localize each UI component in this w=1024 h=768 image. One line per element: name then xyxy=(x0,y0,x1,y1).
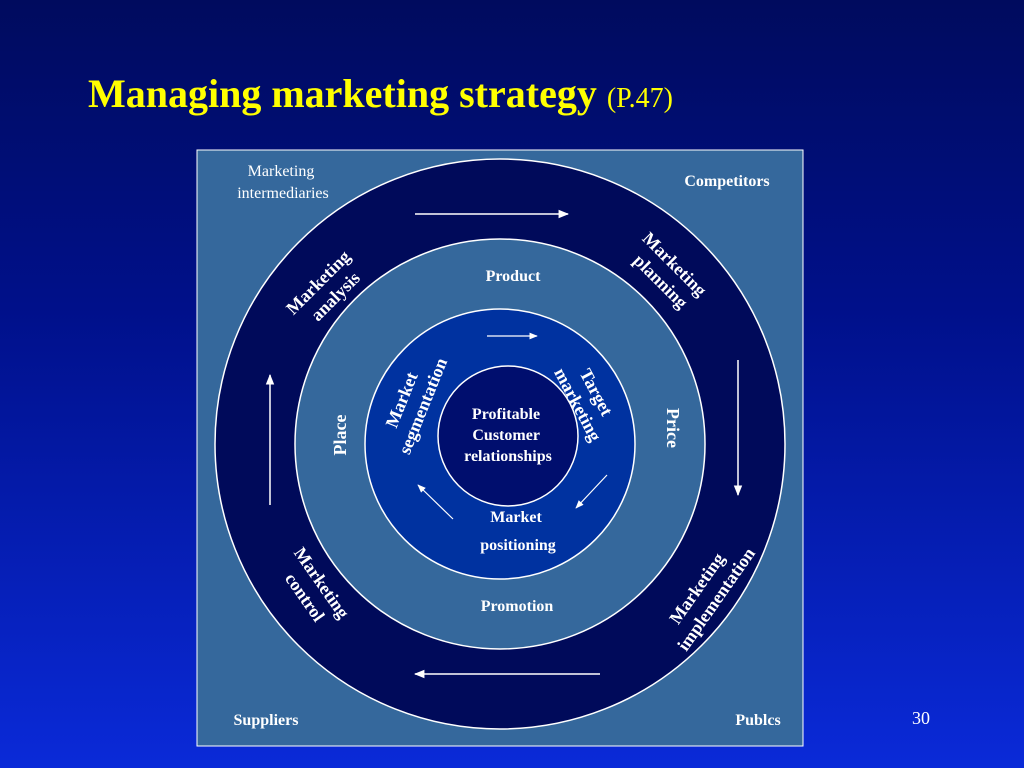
label-promotion: Promotion xyxy=(481,598,554,615)
page-number: 30 xyxy=(912,708,930,728)
center-circle xyxy=(437,365,579,507)
label-market-positioning: Market positioning xyxy=(480,509,556,554)
label-place: Place xyxy=(330,415,350,456)
label-market-segmentation: Market segmentation xyxy=(374,347,451,457)
corner-label-suppliers: Suppliers xyxy=(234,712,299,729)
corner-label-publics: Publcs xyxy=(735,712,780,729)
label-price: Price xyxy=(663,408,683,448)
arrow-targeting-to-positioning xyxy=(575,474,608,509)
arrow-positioning-to-segmentation xyxy=(417,484,454,520)
slide-title-reference: (P.47) xyxy=(606,83,673,114)
label-product: Product xyxy=(486,268,541,285)
corner-label-competitors: Competitors xyxy=(684,173,769,190)
center-label: Profitable Customer relationships xyxy=(464,406,552,465)
slide-title-text: Managing marketing strategy xyxy=(88,71,597,116)
slide-title: Managing marketing strategy (P.47) xyxy=(88,70,673,123)
corner-label-intermediaries: Marketing intermediaries xyxy=(237,163,329,202)
